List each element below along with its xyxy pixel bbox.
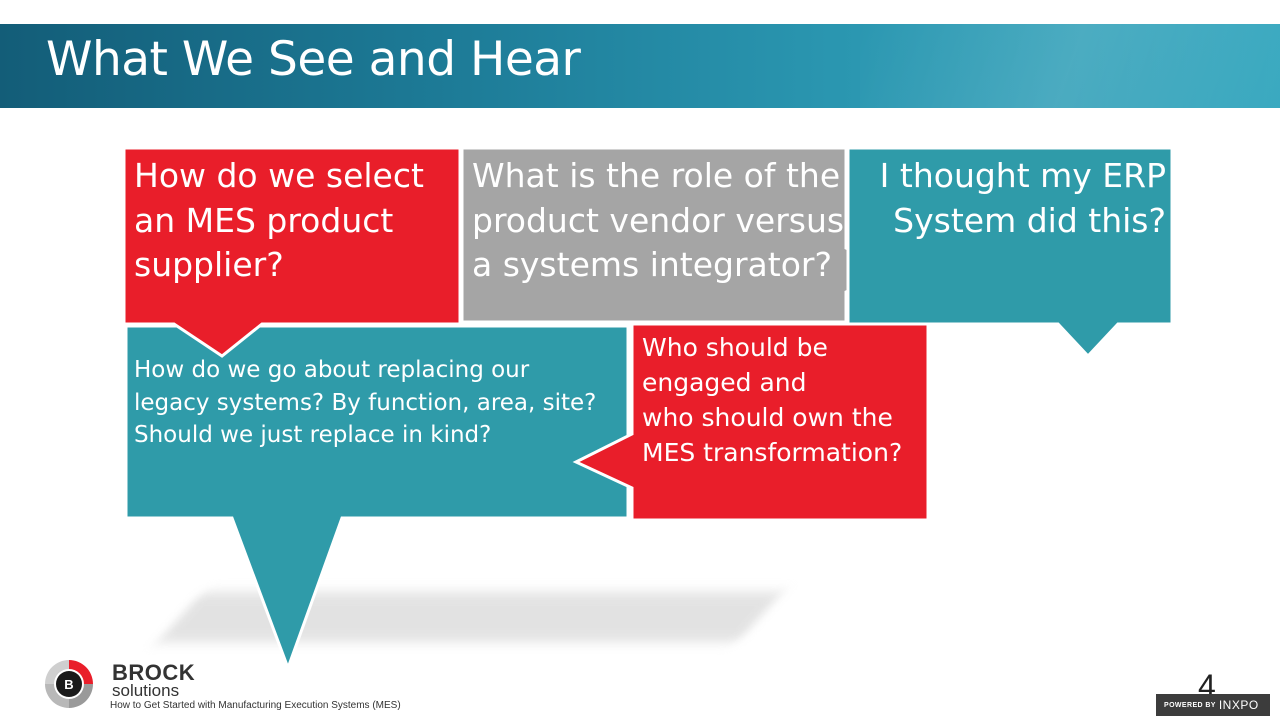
page-title: What We See and Hear bbox=[46, 32, 581, 87]
bubble-line: How do we select bbox=[134, 156, 424, 195]
bubble-line: What is the role of the bbox=[472, 156, 841, 195]
bubble-shape-red-top bbox=[122, 146, 462, 358]
bubble-shape-red-middle bbox=[572, 322, 930, 522]
bubble-line: a systems integrator? bbox=[472, 245, 832, 285]
bubble-vendor-vs-integrator: What is the role of the product vendor v… bbox=[472, 154, 844, 288]
brock-logo-icon: B bbox=[45, 660, 93, 708]
bubble-shape-teal-large bbox=[124, 324, 630, 673]
bubble-line: System did this? bbox=[893, 200, 1166, 240]
bubble-line: who should own the bbox=[642, 403, 893, 432]
bubble-replace-legacy: How do we go about replacing our legacy … bbox=[134, 354, 596, 452]
powered-by-label: POWERED BY bbox=[1164, 701, 1216, 709]
logo-letter: B bbox=[64, 677, 73, 692]
bubble-line: MES transformation? bbox=[642, 438, 903, 467]
brand-subtitle: solutions bbox=[112, 681, 180, 700]
header-banner: What We See and Hear bbox=[0, 24, 1280, 108]
bubble-line: legacy systems? By function, area, site? bbox=[134, 389, 597, 416]
bubble-ownership: Who should be engaged and who should own… bbox=[642, 330, 902, 470]
bubble-line: Who should be bbox=[642, 333, 828, 362]
bubble-line: I thought my ERP bbox=[879, 156, 1166, 195]
powered-by-brand: INXPO bbox=[1218, 698, 1259, 712]
bubble-line: Should we just replace in kind? bbox=[134, 422, 492, 449]
bubble-select-supplier: How do we select an MES product supplier… bbox=[134, 154, 424, 288]
bubble-line: supplier? bbox=[134, 245, 284, 285]
brand-name: BROCK bbox=[112, 660, 196, 685]
bubble-line: How do we go about replacing our bbox=[134, 357, 530, 383]
bubble-line: an MES product bbox=[134, 200, 394, 240]
bubble-line: product vendor versus bbox=[472, 200, 845, 240]
powered-by-badge[interactable]: POWERED BY INXPO bbox=[1156, 694, 1270, 716]
bubble-erp-system: I thought my ERP System did this? bbox=[856, 154, 1166, 243]
bubble-line: engaged and bbox=[642, 368, 807, 397]
presentation-title: How to Get Started with Manufacturing Ex… bbox=[110, 700, 401, 711]
